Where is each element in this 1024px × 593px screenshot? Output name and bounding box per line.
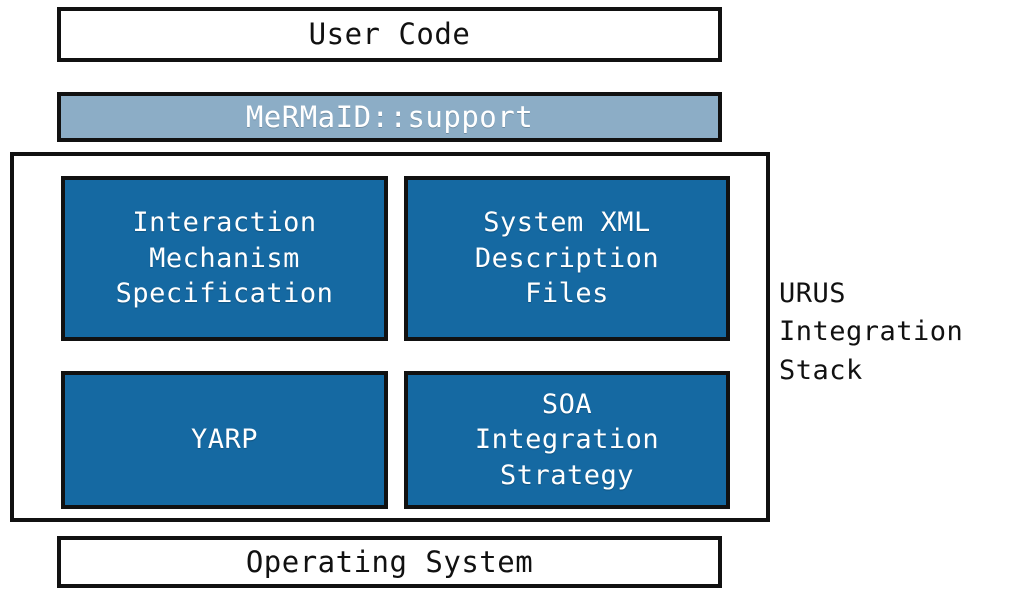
layer-box-mermaid-support: MeRMaID::support [57,92,722,142]
stack-annotation-label: URUS Integration Stack [779,278,964,386]
layer-box-user-code: User Code [57,7,722,62]
component-box-system-xml-description-files: System XML Description Files [404,176,730,341]
layer-box-operating-system: Operating System [57,536,722,588]
component-label-yarp: YARP [190,424,259,456]
layer-label-mermaid-support: MeRMaID::support [245,99,534,134]
layer-label-operating-system: Operating System [245,544,534,579]
layer-label-user-code: User Code [308,17,471,52]
urus-integration-stack-container: Interaction Mechanism Specification Syst… [10,152,770,522]
component-label-system-xml-description-files: System XML Description Files [474,207,660,310]
component-box-interaction-mechanism-specification: Interaction Mechanism Specification [61,176,388,341]
component-box-soa-integration-strategy: SOA Integration Strategy [404,371,730,509]
component-label-soa-integration-strategy: SOA Integration Strategy [474,388,660,491]
component-box-yarp: YARP [61,371,388,509]
component-label-interaction-mechanism-specification: Interaction Mechanism Specification [115,207,334,310]
